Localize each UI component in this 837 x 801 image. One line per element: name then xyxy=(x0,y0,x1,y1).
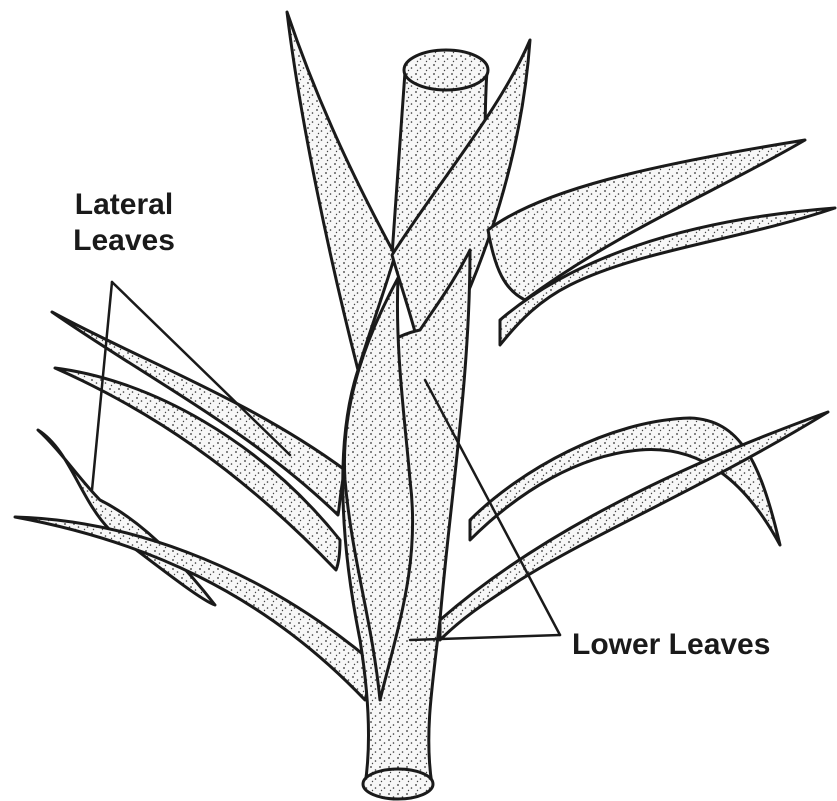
left-leaf-3 xyxy=(38,430,215,605)
stem-base xyxy=(363,769,433,799)
lower-leaves-label: Lower Leaves xyxy=(572,627,770,663)
left-leaf-1 xyxy=(52,312,345,515)
lateral-label-line1: Lateral xyxy=(64,187,184,223)
lateral-leaves-label: Lateral Leaves xyxy=(64,187,184,259)
upper-stem-top xyxy=(404,50,488,90)
right-lower-leaf-1 xyxy=(470,418,780,545)
lateral-label-line2: Leaves xyxy=(64,223,184,259)
